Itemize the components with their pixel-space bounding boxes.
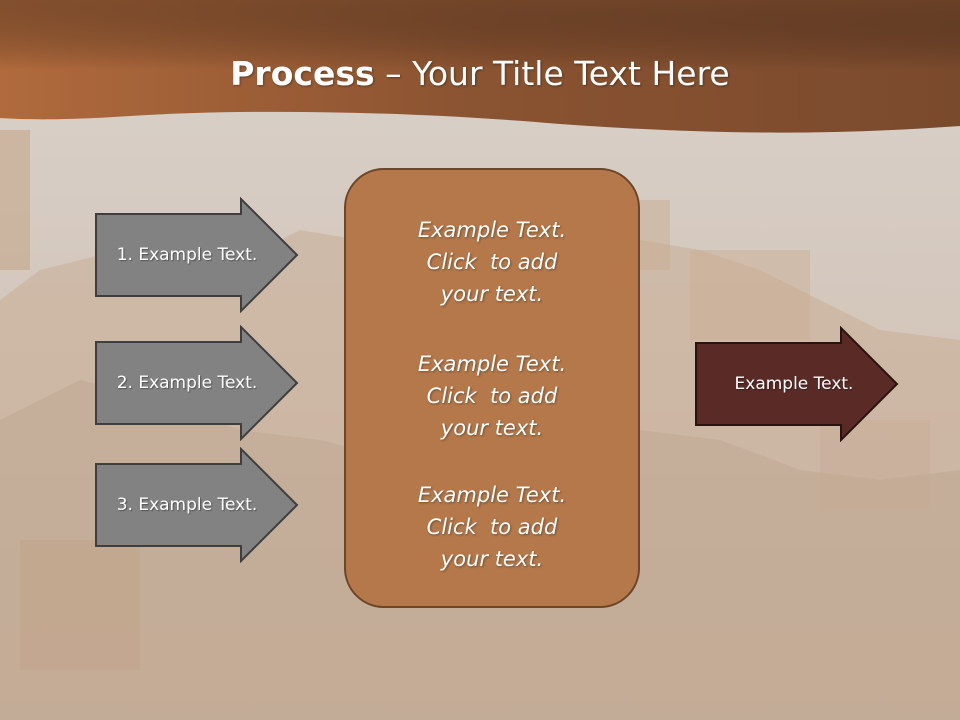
output-arrow[interactable]: Example Text. (694, 326, 900, 442)
text-line: Example Text. (417, 483, 567, 507)
arrow-right-icon (95, 325, 299, 441)
input-arrow-label: 3. Example Text. (116, 495, 258, 515)
input-arrow-2[interactable]: 2. Example Text. (94, 325, 300, 441)
title-bold: Process (230, 54, 375, 93)
text-line: Click to add (426, 515, 558, 539)
text-line: Example Text. (417, 218, 567, 242)
text-line: your text. (440, 282, 544, 306)
arrow-right-icon (95, 197, 299, 313)
text-line: Example Text. (417, 352, 567, 376)
text-line: your text. (440, 547, 544, 571)
title-rest: – Your Title Text Here (374, 54, 730, 93)
input-arrow-1[interactable]: 1. Example Text. (94, 197, 300, 313)
text-line: your text. (440, 416, 544, 440)
arrow-right-icon (95, 447, 299, 563)
process-text-block-1: Example Text. Click to add your text. (346, 214, 638, 310)
process-text-block-2: Example Text. Click to add your text. (346, 348, 638, 444)
center-process-box[interactable]: Example Text. Click to add your text. Ex… (344, 168, 640, 608)
text-line: Click to add (426, 384, 558, 408)
slide-title: Process – Your Title Text Here (0, 52, 960, 96)
text-line: Click to add (426, 250, 558, 274)
input-arrow-3[interactable]: 3. Example Text. (94, 447, 300, 563)
process-text-block-3: Example Text. Click to add your text. (346, 479, 638, 575)
output-arrow-label: Example Text. (734, 374, 854, 394)
arrow-right-icon (695, 326, 899, 442)
input-arrow-label: 1. Example Text. (116, 245, 258, 265)
input-arrow-label: 2. Example Text. (116, 373, 258, 393)
